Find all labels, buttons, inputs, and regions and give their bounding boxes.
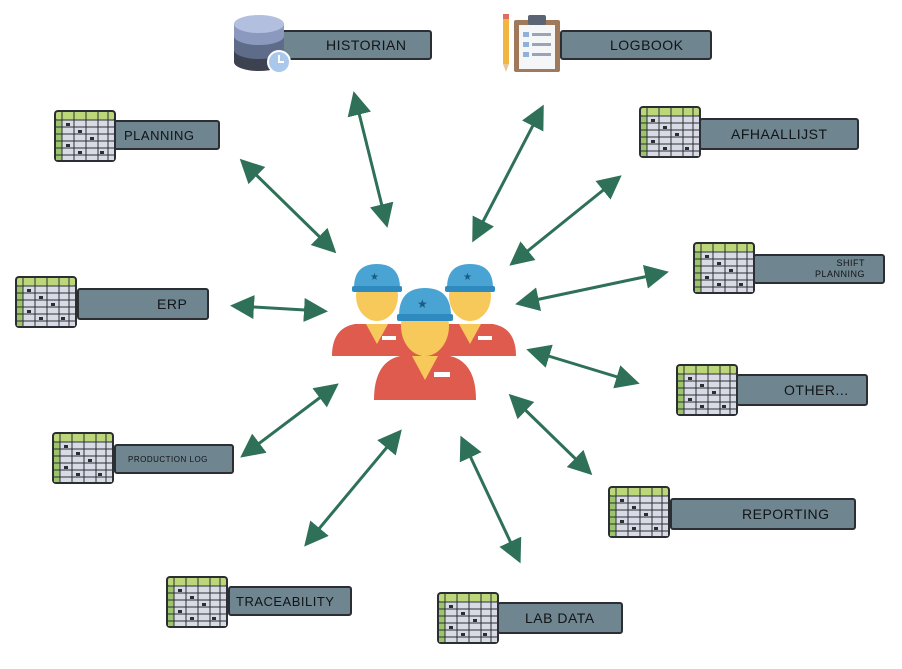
svg-text:★: ★	[463, 272, 472, 283]
node-logbook: LOGBOOK	[500, 12, 712, 74]
node-lab-data: LAB DATA	[435, 590, 623, 648]
node-production-log: PRODUCTION LOG	[50, 430, 234, 488]
node-reporting: REPORTING	[606, 484, 856, 542]
operator-right-figure: ★	[425, 264, 516, 356]
afhaallijst-label-box: AFHAALLIJST	[699, 118, 859, 150]
node-planning: PLANNING	[52, 108, 220, 164]
other-label-box: OTHER...	[736, 374, 868, 406]
arrow-production-log	[240, 383, 339, 458]
logbook-label: LOGBOOK	[610, 37, 684, 53]
lab-data-label-box: LAB DATA	[497, 602, 623, 634]
spreadsheet-icon	[437, 592, 499, 644]
clipboard-pencil-icon	[503, 14, 560, 72]
reporting-label-box: REPORTING	[670, 498, 856, 530]
logbook-label-box: LOGBOOK	[560, 30, 712, 60]
svg-text:★: ★	[370, 272, 379, 283]
traceability-label-box: TRACEABILITY	[228, 586, 352, 616]
arrow-historian	[347, 91, 394, 228]
shift-planning-label-line1: SHIFT	[836, 258, 865, 268]
production-log-label: PRODUCTION LOG	[128, 454, 208, 464]
arrow-other	[526, 344, 640, 389]
shift-planning-label-box: SHIFT PLANNING	[753, 254, 885, 284]
production-log-label-box: PRODUCTION LOG	[114, 444, 234, 474]
erp-label-box: ERP	[77, 288, 209, 320]
operators-team-icon: ★ ★ ★	[332, 264, 516, 400]
spreadsheet-icon	[608, 486, 670, 538]
node-historian: HISTORIAN	[232, 14, 432, 74]
node-other: OTHER...	[674, 362, 868, 418]
spreadsheet-icon	[15, 276, 77, 328]
svg-text:★: ★	[417, 297, 428, 311]
node-traceability: TRACEABILITY	[164, 574, 352, 632]
node-shift-planning: SHIFT PLANNING	[691, 240, 885, 298]
spreadsheet-icon	[166, 576, 228, 628]
spreadsheet-icon	[639, 106, 701, 158]
historian-label-box: HISTORIAN	[280, 30, 432, 60]
arrow-traceability	[304, 429, 402, 547]
planning-label-box: PLANNING	[112, 120, 220, 150]
operator-left-figure: ★	[332, 264, 422, 356]
spreadsheet-icon	[693, 242, 755, 294]
database-clock-icon	[234, 15, 291, 74]
operator-center-figure: ★	[374, 288, 476, 400]
arrow-reporting	[508, 393, 593, 476]
arrow-afhaallijst	[509, 175, 622, 266]
arrow-logbook	[472, 104, 544, 243]
planning-label: PLANNING	[124, 127, 195, 143]
lab-data-label: LAB DATA	[525, 610, 595, 626]
spreadsheet-icon	[676, 364, 738, 416]
traceability-label: TRACEABILITY	[236, 593, 335, 609]
reporting-label: REPORTING	[742, 506, 830, 522]
node-erp: ERP	[13, 274, 209, 332]
historian-label: HISTORIAN	[326, 37, 407, 53]
spreadsheet-icon	[54, 110, 116, 162]
arrow-lab-data	[459, 435, 522, 564]
shift-planning-label-line2: PLANNING	[814, 269, 865, 279]
node-afhaallijst: AFHAALLIJST	[637, 104, 859, 160]
spreadsheet-icon	[52, 432, 114, 484]
arrow-shift-planning	[515, 264, 669, 312]
arrow-erp	[230, 295, 328, 322]
arrow-planning	[239, 158, 337, 254]
afhaallijst-label: AFHAALLIJST	[731, 126, 828, 142]
erp-label: ERP	[157, 296, 188, 312]
other-label: OTHER...	[784, 382, 849, 398]
